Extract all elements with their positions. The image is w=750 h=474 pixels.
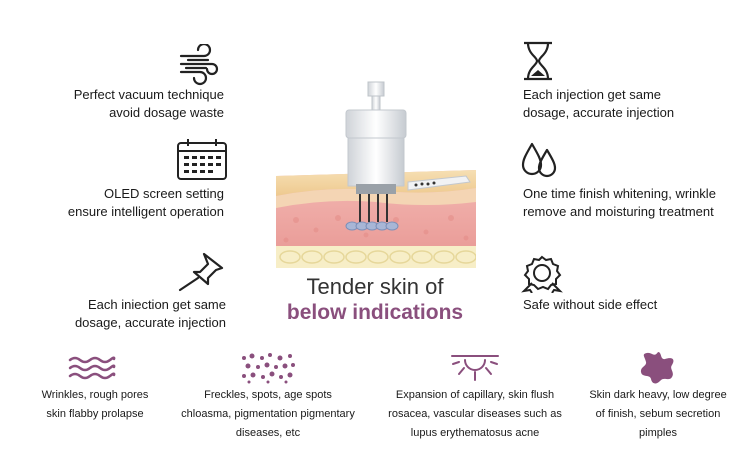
feature-oled: OLED screen setting ensure intelligent o… <box>68 185 224 221</box>
condition-capillary: Expansion of capillary, skin flush rosac… <box>373 386 577 443</box>
feature-whitening-line1: One time finish whitening, wrinkle <box>523 186 716 201</box>
condition-freckles-line1: Freckles, spots, age spots <box>204 389 332 401</box>
pushpin-icon <box>178 252 224 292</box>
condition-dark-skin-line1: Skin dark heavy, low degree <box>589 389 727 401</box>
splat-icon <box>640 352 674 384</box>
calendar-screen-icon <box>177 139 227 180</box>
feature-injection-right-line1: Each injection get same <box>523 87 662 102</box>
sunrise-icon <box>451 355 499 381</box>
condition-freckles-line3: diseases, etc <box>235 427 301 439</box>
condition-dark-skin: Skin dark heavy, low degree of finish, s… <box>578 386 738 443</box>
feature-whitening: One time finish whitening, wrinkle remov… <box>523 185 716 221</box>
dots-icon <box>242 353 295 384</box>
badge-icon <box>521 255 563 293</box>
feature-injection-left-line1: Each iniection get same <box>87 297 226 312</box>
feature-oled-line2: ensure intelligent operation <box>67 204 224 219</box>
condition-wrinkles-line1: Wrinkles, rough pores <box>41 389 149 401</box>
feature-whitening-line2: remove and moisturing treatment <box>523 204 714 219</box>
feature-vacuum-line1: Perfect vacuum technique <box>73 87 224 102</box>
feature-safe-line1: Safe without side effect <box>523 297 658 312</box>
hourglass-icon <box>524 41 552 81</box>
skin-device-illustration <box>276 81 476 268</box>
feature-injection-right-line2: dosage, accurate injection <box>523 105 675 120</box>
feature-injection-left-line2: dosage, accurate injection <box>74 315 226 330</box>
condition-wrinkles: Wrinkles, rough pores skin flabby prolap… <box>20 386 170 424</box>
condition-wrinkles-line2: skin flabby prolapse <box>46 408 144 420</box>
condition-freckles-line2: chloasma, pigmentation pigmentary <box>181 408 355 420</box>
feature-injection-right: Each injection get same dosage, accurate… <box>523 86 674 122</box>
feature-injection-left: Each iniection get same dosage, accurate… <box>75 296 226 332</box>
condition-dark-skin-line2: of finish, sebum secretion <box>595 408 721 420</box>
condition-dark-skin-line3: pimples <box>639 427 677 439</box>
condition-capillary-line2: rosacea, vascular diseases such as <box>388 408 562 420</box>
center-title: Tender skin of below indications <box>265 274 485 326</box>
condition-capillary-line3: lupus erythematosus acne <box>410 427 540 439</box>
feature-vacuum: Perfect vacuum technique avoid dosage wa… <box>74 86 224 122</box>
condition-capillary-line1: Expansion of capillary, skin flush <box>395 389 555 401</box>
condition-freckles: Freckles, spots, age spots chloasma, pig… <box>168 386 368 443</box>
drops-icon <box>521 142 557 178</box>
center-title-line2: below indications <box>286 301 464 324</box>
waves-icon <box>68 356 116 380</box>
feature-oled-line1: OLED screen setting <box>104 186 224 201</box>
wind-icon <box>179 44 219 86</box>
feature-vacuum-line2: avoid dosage waste <box>109 105 224 120</box>
feature-safe: Safe without side effect <box>523 296 657 314</box>
center-title-line1: Tender skin of <box>306 274 444 299</box>
